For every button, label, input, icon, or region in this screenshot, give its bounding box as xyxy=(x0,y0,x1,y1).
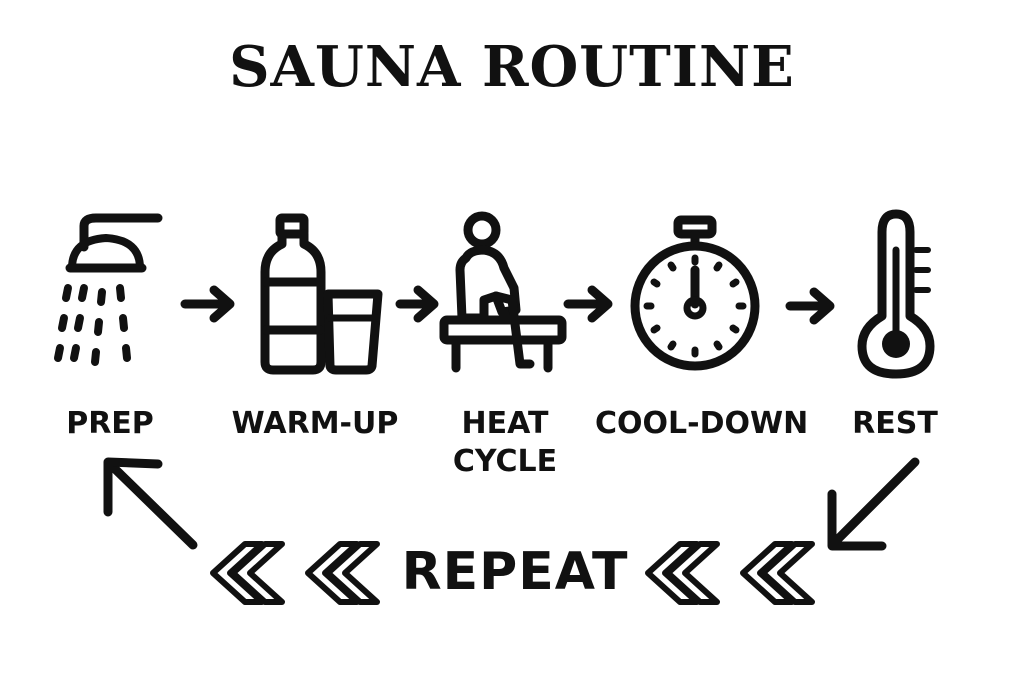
loop-arrow-up-left-icon xyxy=(103,457,198,550)
step-label-rest: REST xyxy=(840,405,950,443)
shower-icon xyxy=(54,213,163,366)
step-label-cool-down: COOL-DOWN xyxy=(595,405,809,443)
double-chevron-left-icon xyxy=(210,541,285,605)
step-label-heat-cycle: HEAT CYCLE xyxy=(440,405,570,481)
step-label-text: COOL-DOWN xyxy=(595,406,809,441)
step-label-prep: PREP xyxy=(50,405,170,443)
loop-arrow-down-left-icon xyxy=(827,457,920,551)
double-chevron-left-icon xyxy=(645,541,720,605)
stopwatch-icon xyxy=(630,215,760,371)
repeat-label: REPEAT xyxy=(401,542,629,602)
flow-arrow-icon xyxy=(180,285,235,323)
seated-person-bench-icon xyxy=(439,211,567,373)
double-chevron-left-icon xyxy=(740,541,815,605)
double-chevron-left-icon xyxy=(305,541,380,605)
step-label-line: CYCLE xyxy=(452,444,558,479)
flow-arrow-icon xyxy=(785,287,835,325)
step-label-line: HEAT xyxy=(461,406,549,441)
step-label-text: PREP xyxy=(66,406,154,441)
water-bottle-glass-icon xyxy=(260,213,383,375)
flow-arrow-icon xyxy=(563,285,613,323)
thermometer-icon xyxy=(857,209,935,379)
step-label-warm-up: WARM-UP xyxy=(220,405,410,443)
step-label-text: WARM-UP xyxy=(231,406,399,441)
flow-arrow-icon xyxy=(395,285,439,323)
step-label-text: REST xyxy=(852,406,938,441)
diagram-title: SAUNA ROUTINE xyxy=(229,34,795,100)
